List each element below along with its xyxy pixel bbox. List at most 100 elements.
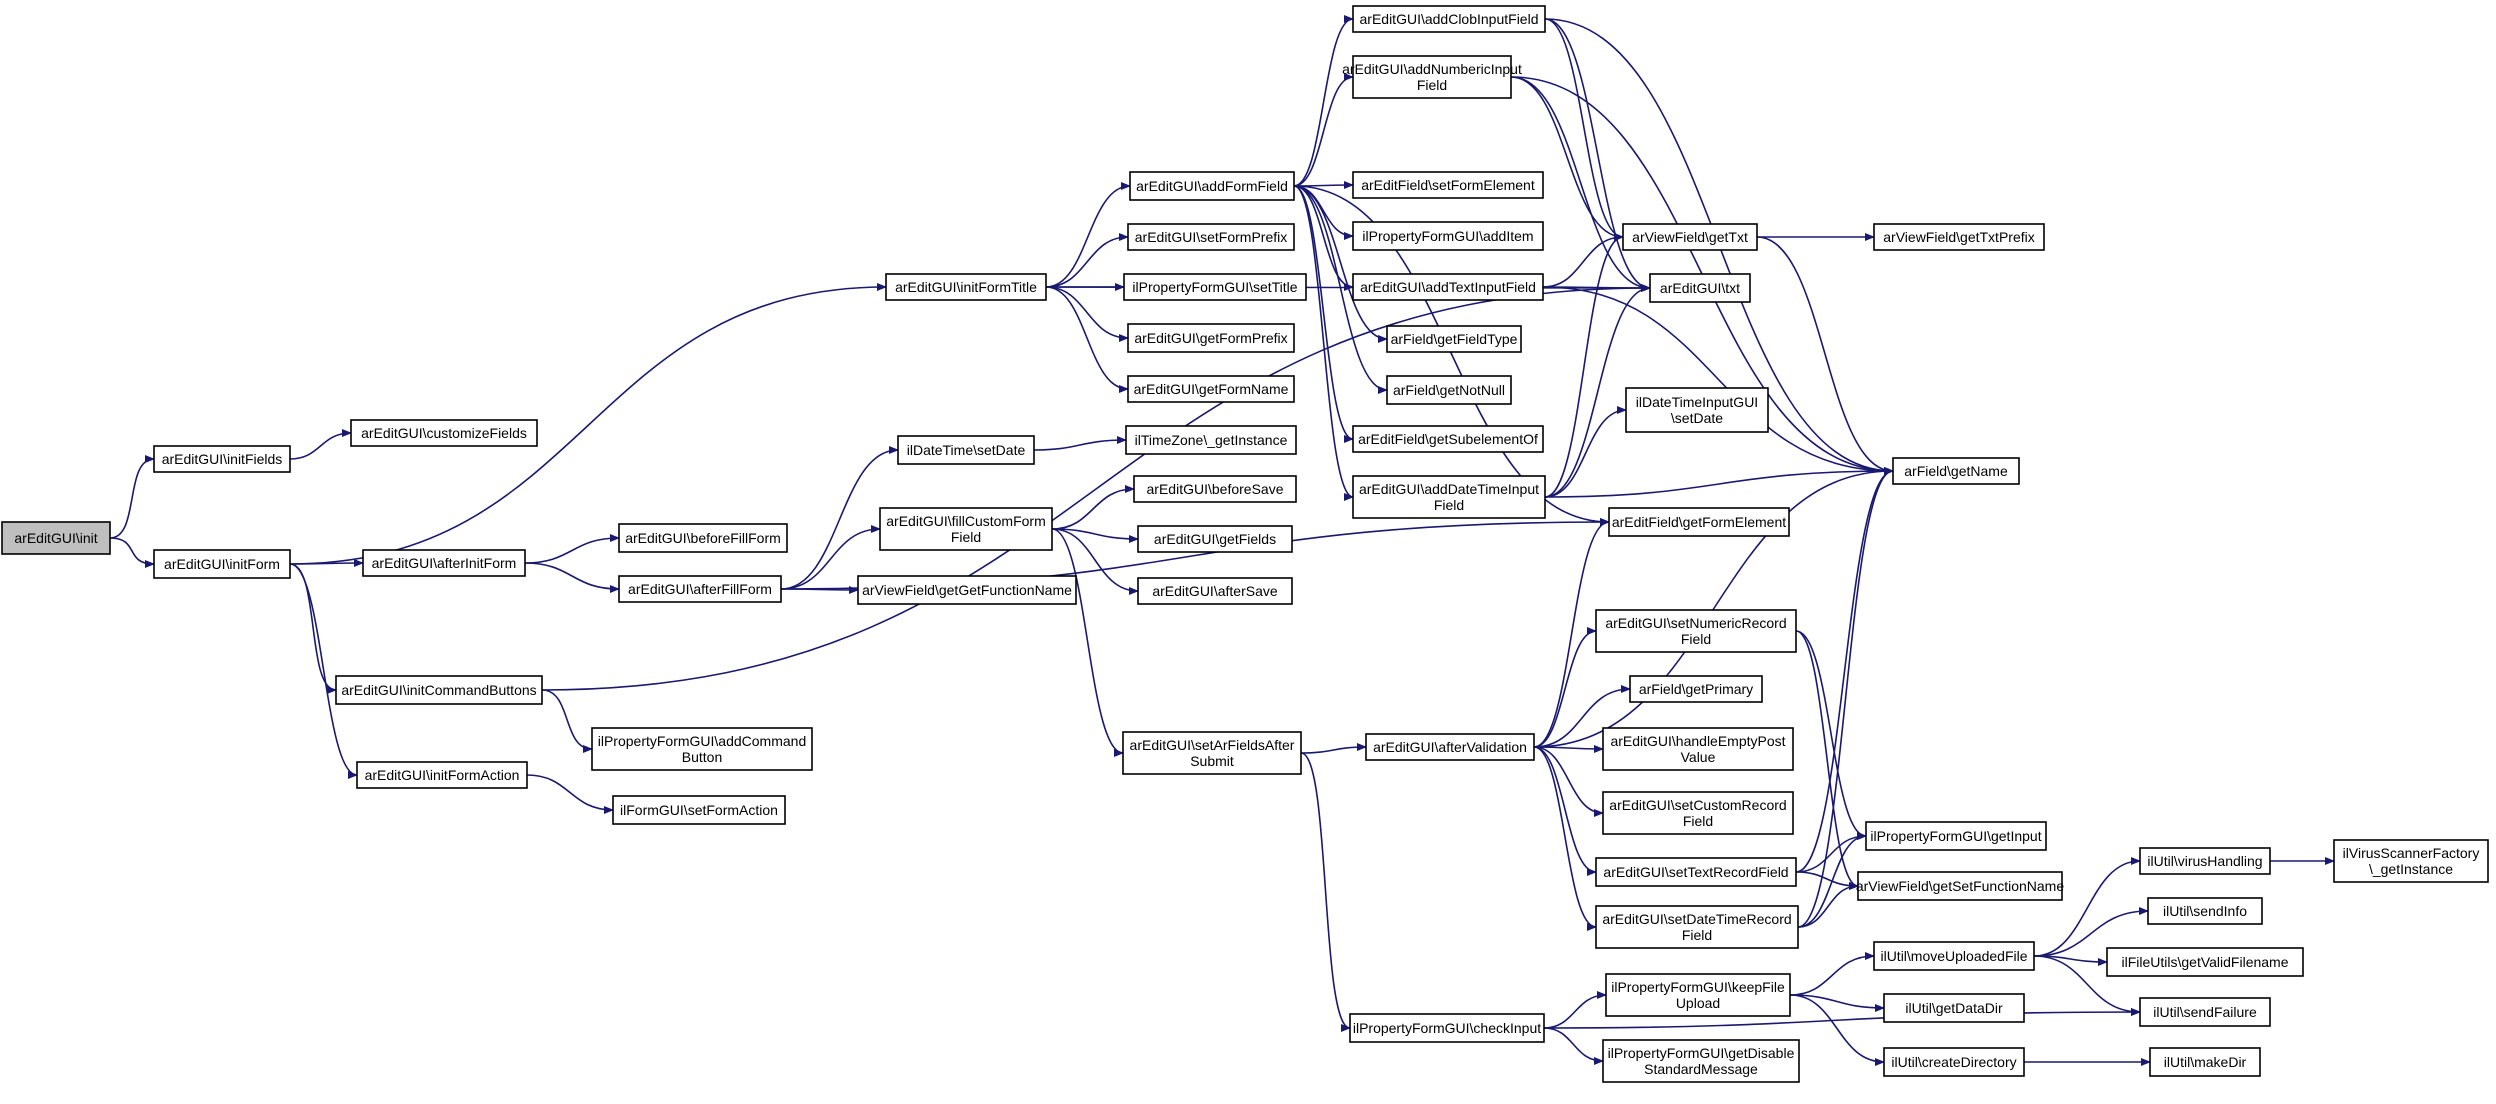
- node-box: [1873, 223, 2045, 251]
- edge-add-form-field-to-get-subelement-of: [1293, 185, 1354, 443]
- node-box: [2139, 997, 2271, 1027]
- edge-path: [1510, 76, 1624, 241]
- edge-move-uploaded-file-to-send-info: [2033, 907, 2149, 957]
- node-get-get-function-name[interactable]: arViewField\getGetFunctionName: [857, 575, 1077, 605]
- node-pf-set-title[interactable]: ilPropertyFormGUI\setTitle: [1123, 273, 1307, 301]
- node-create-directory[interactable]: ilUtil\createDirectory: [1883, 1047, 2025, 1077]
- node-after-save[interactable]: arEditGUI\afterSave: [1137, 577, 1293, 605]
- node-get-not-null[interactable]: arField\getNotNull: [1386, 375, 1512, 405]
- node-label: Field: [1683, 813, 1713, 829]
- node-box: [1602, 791, 1794, 835]
- node-box: [1133, 475, 1297, 503]
- node-virus-scanner-get-instance[interactable]: ilVirusScannerFactory\_getInstance: [2333, 839, 2489, 883]
- node-get-set-function-name[interactable]: arViewField\getSetFunctionName: [1856, 871, 2065, 901]
- node-init-fields[interactable]: arEditGUI\initFields: [153, 445, 291, 473]
- node-get-txt-prefix[interactable]: arViewField\getTxtPrefix: [1873, 223, 2045, 251]
- node-get-subelement-of[interactable]: arEditField\getSubelementOf: [1352, 425, 1544, 453]
- node-get-form-name[interactable]: arEditGUI\getFormName: [1127, 375, 1295, 403]
- edge-add-form-field-to-add-numberic-input-field: [1293, 73, 1354, 187]
- node-set-form-action[interactable]: ilFormGUI\setFormAction: [612, 795, 786, 825]
- node-set-form-element[interactable]: arEditField\setFormElement: [1352, 171, 1544, 199]
- node-send-failure[interactable]: ilUtil\sendFailure: [2139, 997, 2271, 1027]
- node-add-item[interactable]: ilPropertyFormGUI\addItem: [1352, 221, 1544, 251]
- node-get-disable-standard-message[interactable]: ilPropertyFormGUI\getDisableStandardMess…: [1602, 1039, 1800, 1083]
- node-tz-get-instance[interactable]: ilTimeZone\_getInstance: [1125, 425, 1297, 455]
- node-add-form-field[interactable]: arEditGUI\addFormField: [1129, 171, 1295, 201]
- node-box: [153, 549, 291, 579]
- node-box: [1865, 821, 2047, 851]
- node-label: arField\getName: [1904, 463, 2008, 479]
- node-box: [1857, 871, 2063, 901]
- node-get-field-type[interactable]: arField\getFieldType: [1386, 325, 1522, 353]
- edge-set-date-time-record-field-to-get-name: [1797, 467, 1894, 928]
- node-label: ilPropertyFormGUI\addItem: [1362, 228, 1533, 244]
- edge-path: [289, 563, 337, 694]
- edge-path: [1293, 73, 1354, 187]
- node-set-text-record-field[interactable]: arEditGUI\setTextRecordField: [1595, 857, 1797, 887]
- node-label: arViewField\getSetFunctionName: [1856, 878, 2065, 894]
- node-init-form-title[interactable]: arEditGUI\initFormTitle: [885, 273, 1047, 301]
- node-add-text-input-field[interactable]: arEditGUI\addTextInputField: [1352, 273, 1544, 301]
- edge-check-input-to-send-failure: [1543, 1008, 2141, 1029]
- node-virus-handling[interactable]: ilUtil\virusHandling: [2139, 847, 2271, 875]
- edge-path: [1795, 871, 1859, 890]
- node-add-clob-input-field[interactable]: arEditGUI\addClobInputField: [1352, 5, 1546, 33]
- node-label: ilDateTime\setDate: [907, 442, 1026, 458]
- node-box: [2139, 847, 2271, 875]
- node-init-form-action[interactable]: arEditGUI\initFormAction: [356, 761, 528, 789]
- edge-add-numberic-input-field-to-txt: [1510, 76, 1651, 292]
- edge-fill-custom-form-field-to-before-save: [1051, 485, 1135, 530]
- edge-path: [1293, 185, 1354, 501]
- node-move-uploaded-file[interactable]: ilUtil\moveUploadedFile: [1873, 941, 2035, 971]
- node-box: [885, 273, 1047, 301]
- node-get-input[interactable]: ilPropertyFormGUI\getInput: [1865, 821, 2047, 851]
- node-get-form-element[interactable]: arEditField\getFormElement: [1608, 507, 1790, 537]
- node-after-validation[interactable]: arEditGUI\afterValidation: [1365, 733, 1535, 761]
- node-label: ilPropertyFormGUI\getInput: [1870, 828, 2041, 844]
- edge-path: [1789, 994, 1885, 1066]
- edge-path: [1543, 991, 1607, 1029]
- node-box: [897, 435, 1035, 465]
- node-send-info[interactable]: ilUtil\sendInfo: [2147, 897, 2263, 925]
- node-get-form-prefix[interactable]: arEditGUI\getFormPrefix: [1127, 323, 1295, 353]
- node-get-primary[interactable]: arField\getPrimary: [1629, 675, 1763, 703]
- node-init-form[interactable]: arEditGUI\initForm: [153, 549, 291, 579]
- node-get-valid-filename[interactable]: ilFileUtils\getValidFilename: [2106, 947, 2304, 977]
- node-dt-set-date[interactable]: ilDateTime\setDate: [897, 435, 1035, 465]
- node-after-fill-form[interactable]: arEditGUI\afterFillForm: [618, 575, 782, 603]
- node-check-input[interactable]: ilPropertyFormGUI\checkInput: [1349, 1013, 1545, 1043]
- node-make-dir[interactable]: ilUtil\makeDir: [2149, 1047, 2261, 1077]
- edge-add-form-field-to-get-field-type: [1293, 185, 1388, 343]
- edge-init-form-to-after-init-form: [289, 559, 364, 568]
- node-init[interactable]: arEditGUI\init: [1, 521, 111, 555]
- node-get-fields[interactable]: arEditGUI\getFields: [1137, 525, 1293, 553]
- node-set-form-prefix[interactable]: arEditGUI\setFormPrefix: [1127, 223, 1295, 251]
- node-box: [857, 575, 1077, 605]
- node-init-command-buttons[interactable]: arEditGUI\initCommandButtons: [335, 675, 543, 705]
- node-after-init-form[interactable]: arEditGUI\afterInitForm: [362, 549, 526, 577]
- node-before-fill-form[interactable]: arEditGUI\beforeFillForm: [618, 523, 788, 553]
- node-box: [618, 523, 788, 553]
- node-get-txt[interactable]: arViewField\getTxt: [1622, 223, 1758, 251]
- node-get-data-dir[interactable]: ilUtil\getDataDir: [1883, 993, 2025, 1023]
- node-label: arEditGUI\initCommandButtons: [341, 682, 536, 698]
- node-dti-set-date[interactable]: ilDateTimeInputGUI\setDate: [1625, 387, 1769, 433]
- node-before-save[interactable]: arEditGUI\beforeSave: [1133, 475, 1297, 503]
- node-txt[interactable]: arEditGUI\txt: [1649, 273, 1751, 303]
- node-label: Field: [951, 529, 981, 545]
- node-customize-fields[interactable]: arEditGUI\customizeFields: [350, 419, 538, 447]
- edge-move-uploaded-file-to-send-failure: [2033, 955, 2141, 1016]
- node-get-name[interactable]: arField\getName: [1892, 457, 2020, 485]
- node-box: [1386, 325, 1522, 353]
